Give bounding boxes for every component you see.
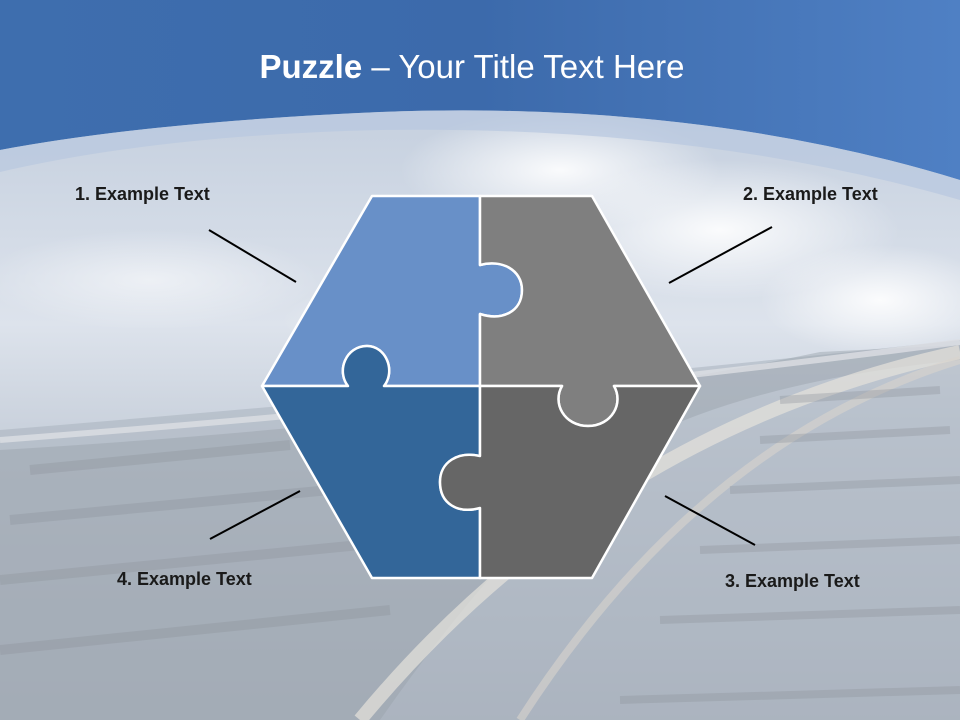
connector-line-2 (668, 226, 773, 284)
connector-line-4 (209, 490, 301, 540)
puzzle-piece-3 (438, 384, 702, 580)
connector-line-1 (208, 229, 297, 283)
label-1: 1. Example Text (75, 184, 210, 204)
label-3: 3. Example Text (725, 571, 860, 591)
label-4: 4. Example Text (117, 569, 252, 589)
page-title: Puzzle – Your Title Text Here (0, 48, 944, 86)
title-main: Puzzle (259, 48, 363, 85)
connector-line-3 (664, 495, 756, 546)
label-2: 2. Example Text (743, 184, 878, 204)
title-subtitle: – Your Title Text Here (362, 48, 685, 85)
